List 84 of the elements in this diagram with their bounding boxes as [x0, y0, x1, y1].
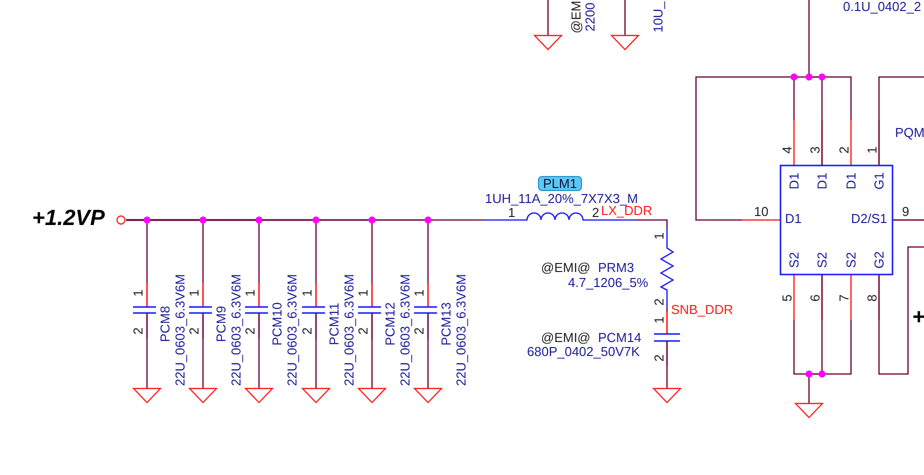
- component-value: PCM14: [598, 331, 642, 344]
- power-port-label: +: [912, 306, 924, 328]
- component-value: S2: [844, 252, 858, 268]
- wire: [878, 76, 924, 165]
- pin-number: @EMI@: [541, 331, 591, 344]
- pin-number: 2: [300, 327, 314, 335]
- wire: [808, 275, 823, 403]
- component-value: D1: [844, 172, 858, 190]
- component-value: PCM9: [214, 306, 228, 342]
- pin-number: 7: [838, 294, 850, 302]
- component-value: PCM13: [440, 302, 452, 346]
- pin-number: 9: [902, 205, 910, 218]
- component-value: 22U_0603_6.3V6M: [342, 274, 356, 386]
- component-value: PCM12: [384, 302, 396, 346]
- component-value: 10U_: [652, 1, 664, 33]
- wire: [666, 308, 668, 312]
- pin-number: 2: [244, 327, 256, 335]
- pin-number: 2: [652, 298, 666, 306]
- pin-number: 1: [412, 289, 426, 297]
- pin-number: 1: [652, 316, 666, 324]
- pin-number: 1: [244, 289, 256, 297]
- component-value: G1: [872, 172, 886, 190]
- pin-number: 1: [188, 289, 200, 297]
- component-value: PCM8: [158, 306, 172, 342]
- component-value: 22U_0603_6.3V6M: [454, 274, 468, 386]
- pin-number: 1: [300, 289, 314, 297]
- pin-number: 3: [808, 146, 822, 154]
- reference-designator: PLM1: [538, 176, 582, 191]
- pin-number: @EM: [570, 0, 582, 34]
- component-value: 680P_0402_50V7K: [527, 345, 640, 358]
- net-label: LX_DDR: [601, 204, 652, 217]
- wire: [636, 219, 668, 228]
- component-value: D1: [816, 172, 828, 190]
- pin-number: 2: [652, 354, 666, 362]
- wire: [893, 219, 924, 221]
- component-value: 0.1U_0402_2: [843, 0, 922, 13]
- pin-number: 1: [356, 289, 370, 297]
- pin-number: 1: [132, 289, 144, 297]
- component-value: 2200: [584, 2, 596, 32]
- pin-number: 2: [412, 327, 426, 335]
- component-value: PQM: [895, 126, 924, 139]
- component-value: D1: [788, 172, 800, 190]
- component-value: S2: [816, 252, 828, 268]
- pin-number: 8: [866, 294, 878, 302]
- pin-number: 5: [780, 294, 794, 302]
- component-value: D2/S1: [851, 212, 888, 225]
- pin-number: 1: [508, 206, 516, 219]
- pin-number: 1: [866, 146, 878, 154]
- pin-number: 2: [838, 146, 850, 154]
- wire: [808, 0, 823, 165]
- wire: [547, 0, 549, 35]
- component-value: 4.7_1206_5%: [568, 276, 648, 289]
- wire: [371, 339, 373, 388]
- pin-number: 2: [132, 327, 144, 335]
- wire: [202, 339, 204, 388]
- wire: [146, 339, 148, 388]
- component-value: G2: [872, 251, 886, 269]
- component-value: 22U_0603_6.3V6M: [230, 274, 242, 386]
- wire: [315, 339, 317, 388]
- wire: [624, 0, 626, 35]
- component-value: S2: [788, 252, 800, 268]
- pin-number: @EMI@: [541, 261, 591, 274]
- pin-number: 2: [356, 327, 370, 335]
- wire: [666, 366, 668, 388]
- wire: [258, 339, 260, 388]
- component-value: PCM10: [270, 302, 284, 346]
- power-port-label: +1.2VP: [32, 207, 105, 229]
- pin-number: 6: [808, 294, 822, 302]
- component-value: PRM3: [598, 261, 634, 274]
- net-label: SNB_DDR: [671, 303, 734, 316]
- component-value: 22U_0603_6.3V6M: [398, 274, 412, 386]
- component-value: D1: [785, 212, 802, 225]
- wire: [427, 339, 429, 388]
- pin-number: 4: [780, 146, 794, 154]
- component-value: PCM11: [328, 302, 340, 346]
- pin-number: 10: [754, 205, 768, 218]
- component-value: 22U_0603_6.3V6M: [174, 274, 186, 386]
- component-value: 1UH_11A_20%_7X7X3_M: [485, 192, 638, 205]
- wire: [878, 246, 924, 375]
- pin-number: 2: [188, 327, 200, 335]
- pin-number: 2: [592, 206, 600, 219]
- pin-number: 1: [652, 232, 666, 240]
- component-value: 22U_0603_6.3V6M: [286, 274, 298, 386]
- wire: [126, 219, 484, 221]
